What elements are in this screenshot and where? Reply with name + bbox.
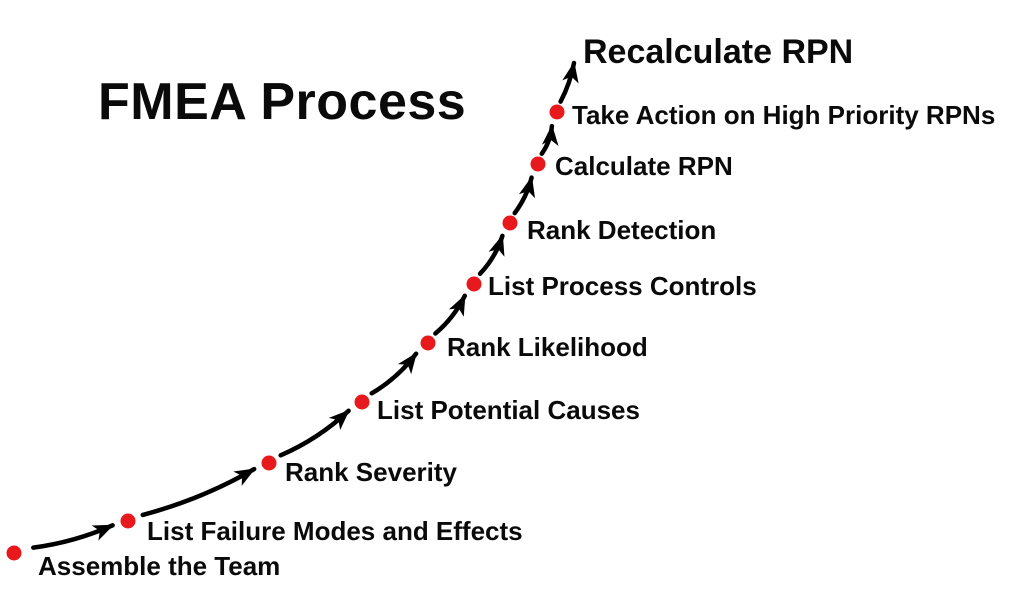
step-dot	[502, 215, 518, 231]
arrow-segment	[31, 523, 115, 550]
step-dot	[530, 156, 546, 172]
step-label-list-failure-modes: List Failure Modes and Effects	[147, 516, 523, 546]
step-dot	[420, 335, 436, 351]
arrow-segment	[433, 293, 468, 336]
arrow-segment	[477, 233, 505, 276]
step-dot	[6, 545, 22, 561]
step-label-rank-likelihood: Rank Likelihood	[447, 332, 648, 362]
arrow-segment	[512, 175, 536, 216]
step-dot	[466, 276, 482, 292]
arrow-segment	[140, 466, 257, 518]
step-label-rank-detection: Rank Detection	[527, 215, 717, 245]
step-label-rank-severity: Rank Severity	[285, 457, 457, 487]
arrow-segment	[369, 351, 419, 396]
step-label-assemble-the-team: Assemble the Team	[38, 551, 281, 581]
step-label-list-process-controls: List Process Controls	[488, 271, 757, 301]
step-dot	[261, 455, 277, 471]
step-label-recalculate-rpn: Recalculate RPN	[583, 33, 854, 71]
step-label-list-potential-causes: List Potential Causes	[377, 395, 640, 425]
arrow-segment	[539, 123, 559, 156]
arrow-segment	[278, 408, 351, 458]
step-dot	[354, 394, 370, 410]
step-dot	[120, 513, 136, 529]
arrow-segment	[558, 60, 579, 104]
step-label-take-action: Take Action on High Priority RPNs	[572, 100, 996, 130]
page-title: FMEA Process	[98, 73, 467, 131]
step-dot	[549, 104, 565, 120]
step-label-calculate-rpn: Calculate RPN	[555, 151, 733, 181]
